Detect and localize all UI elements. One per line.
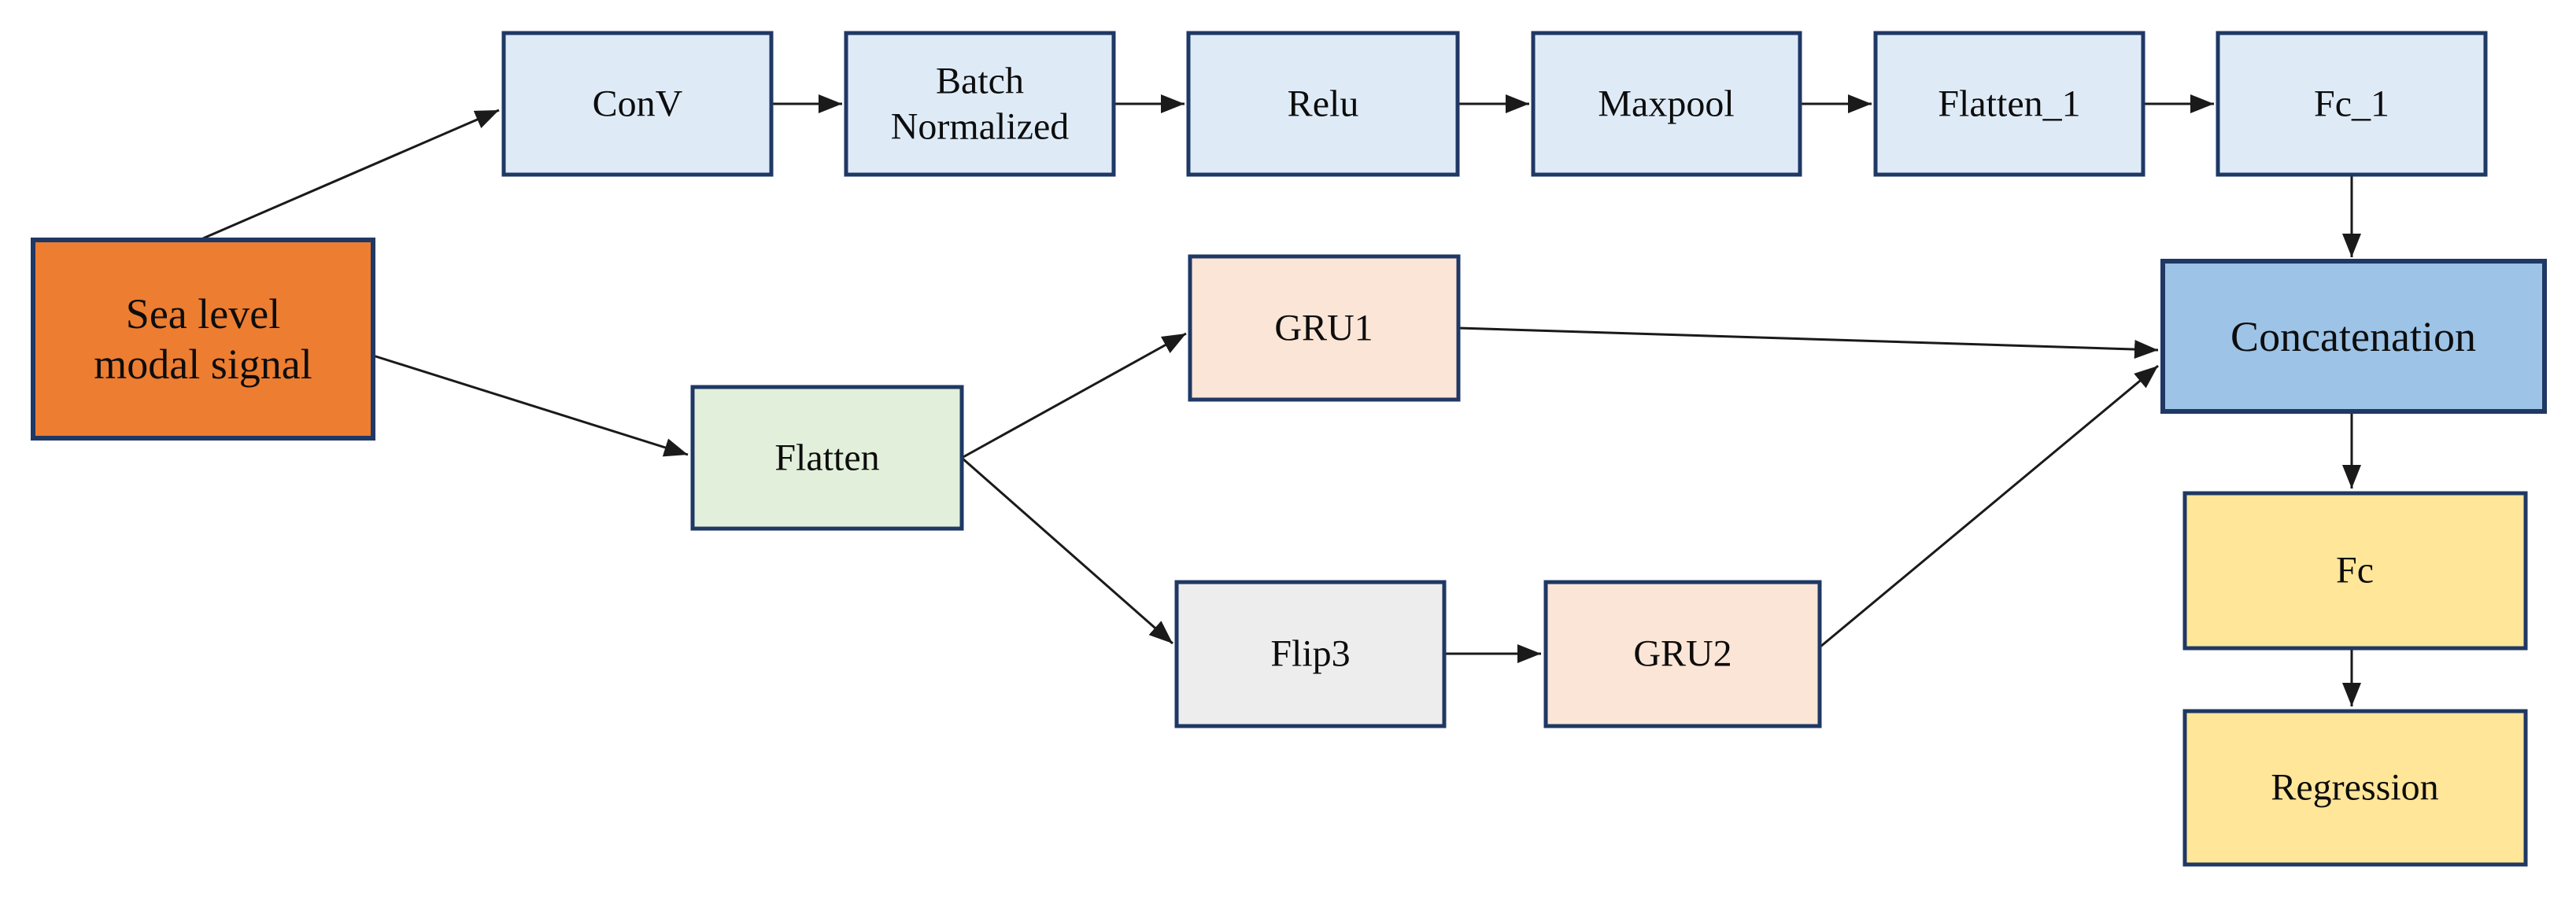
sea-level-label-line2: modal signal [94,341,312,388]
node-batch-normalized: Batch Normalized [844,31,1116,177]
fc-1-label: Fc_1 [2314,83,2389,125]
regression-label: Regression [2271,767,2438,809]
node-concatenation: Concatenation [2160,259,2547,414]
flatten-1-label: Flatten_1 [1938,83,2080,125]
batch-normalized-label-line2: Normalized [891,106,1070,148]
flatten-box [690,385,964,531]
gru1-box [1188,254,1461,402]
batch-normalized-label-line1: Batch [936,61,1024,102]
node-flip3: Flip3 [1174,580,1447,728]
node-maxpool: Maxpool [1531,31,1802,177]
relu-label: Relu [1288,83,1359,125]
node-gru2: GRU2 [1543,580,1822,728]
gru2-box [1543,580,1822,728]
arrow-flatten-to-gru1 [961,332,1187,459]
node-gru1: GRU1 [1188,254,1461,402]
node-regression: Regression [2182,709,2528,867]
node-conv: ConV [501,31,774,177]
node-sea-level-modal-signal: Sea level modal signal [31,238,375,441]
flip3-label: Flip3 [1270,633,1350,675]
arrow-input-to-flatten [372,354,689,457]
node-fc: Fc [2182,491,2528,651]
node-flatten: Flatten [690,385,964,531]
flip3-box [1174,580,1447,728]
regression-box [2182,709,2528,867]
maxpool-box [1531,31,1802,177]
arrow-flatten-to-flip3 [961,456,1173,645]
sea-level-label-line1: Sea level [126,290,280,337]
node-relu: Relu [1186,31,1460,177]
maxpool-label: Maxpool [1598,83,1734,125]
fc-box [2182,491,2528,651]
node-fc-1: Fc_1 [2216,31,2488,177]
gru1-label: GRU1 [1274,308,1373,349]
relu-box [1186,31,1460,177]
arrow-gru2-to-concatenation [1815,364,2159,652]
fc-label: Fc [2336,550,2374,592]
concatenation-label: Concatenation [2230,313,2476,360]
conv-label: ConV [593,83,683,125]
fc-1-box [2216,31,2488,177]
flatten-1-box [1873,31,2145,177]
gru2-label: GRU2 [1633,633,1732,675]
arrow-input-to-conv [202,109,500,240]
flatten-label: Flatten [774,437,879,479]
arrow-gru1-to-concatenation [1458,326,2159,359]
batch-normalized-box [844,31,1116,177]
node-flatten-1: Flatten_1 [1873,31,2145,177]
sea-level-modal-signal-box [31,238,375,441]
conv-box [501,31,774,177]
concatenation-box [2160,259,2547,414]
